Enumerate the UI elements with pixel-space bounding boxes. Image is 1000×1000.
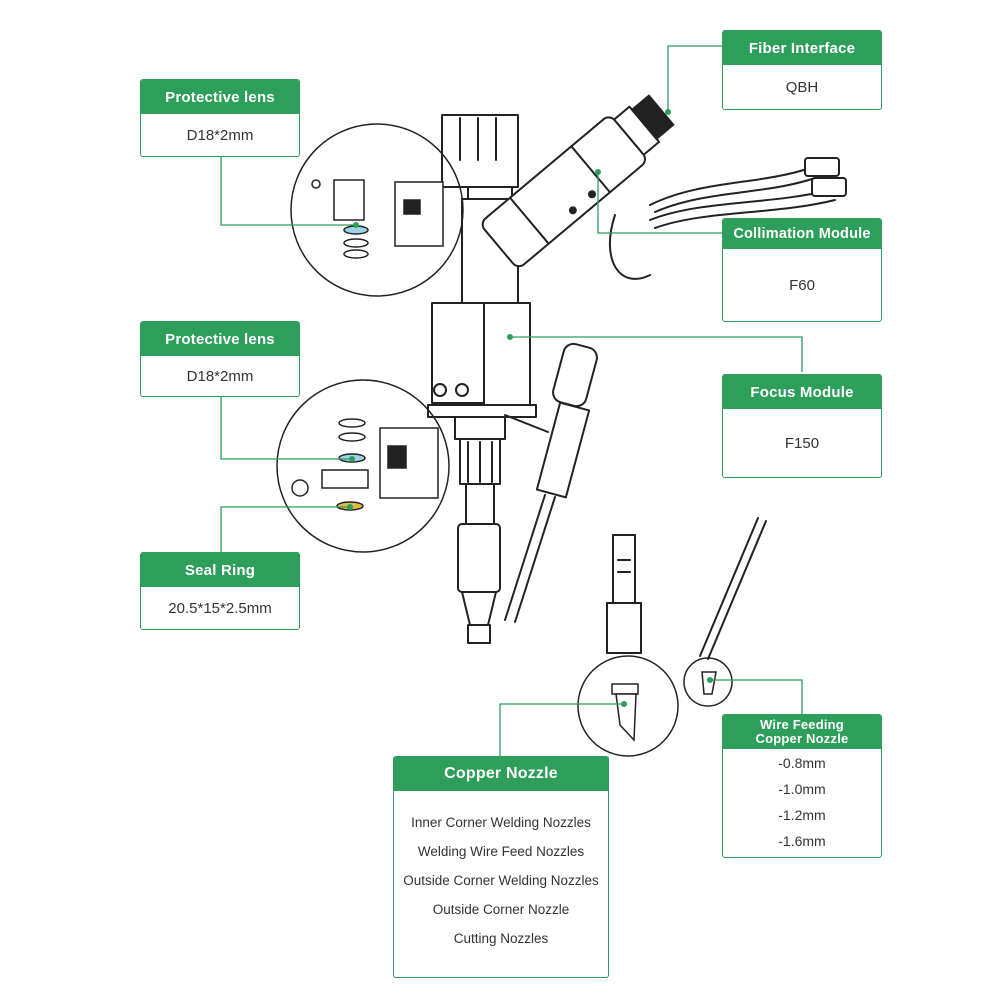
focus-module-title: Focus Module (723, 375, 881, 409)
copper-nozzle-title: Copper Nozzle (394, 757, 608, 791)
wire-feeding-nozzle-title: Wire Feeding Copper Nozzle (723, 715, 881, 749)
seal-ring-title: Seal Ring (141, 553, 299, 587)
fiber-interface-value: QBH (785, 78, 819, 96)
fiber-interface-card: Fiber Interface QBH (722, 30, 882, 110)
wire-feeding-nozzle-sizes: -0.8mm -1.0mm -1.2mm -1.6mm (723, 749, 881, 849)
wire-feeder (504, 342, 598, 623)
seal-ring-value: 20.5*15*2.5mm (168, 599, 272, 617)
copper-nozzle-item: Outside Corner Welding Nozzles (403, 873, 599, 888)
wire-size-item: -1.2mm (778, 807, 826, 823)
wire-nozzle-detail (701, 671, 717, 695)
copper-nozzle-detail (611, 683, 639, 742)
protective-lens-mid-value: D18*2mm (186, 367, 254, 385)
focus-module-card: Focus Module F150 (722, 374, 882, 478)
copper-nozzle-item: Inner Corner Welding Nozzles (411, 815, 591, 830)
loose-parts (606, 517, 767, 660)
copper-nozzle-item: Cutting Nozzles (453, 931, 549, 946)
collimation-module-card: Collimation Module F60 (722, 218, 882, 322)
wire-size-item: -0.8mm (778, 755, 826, 771)
copper-nozzle-card: Copper Nozzle Inner Corner Welding Nozzl… (393, 756, 609, 978)
copper-nozzle-item: Welding Wire Feed Nozzles (417, 844, 585, 859)
protective-lens-mid-card: Protective lens D18*2mm (140, 321, 300, 397)
focus-housing (427, 302, 537, 418)
mid-detail-parts (291, 418, 439, 511)
top-detail-parts (311, 179, 444, 259)
fiber-interface-title: Fiber Interface (723, 31, 881, 65)
cables (609, 157, 847, 280)
wire-size-item: -1.6mm (778, 833, 826, 849)
copper-nozzle-item: Outside Corner Nozzle (432, 902, 570, 917)
protective-lens-top-card: Protective lens D18*2mm (140, 79, 300, 157)
wire-feeding-nozzle-card: Wire Feeding Copper Nozzle -0.8mm -1.0mm… (722, 714, 882, 858)
nozzle-assembly (454, 416, 506, 644)
protective-lens-mid-title: Protective lens (141, 322, 299, 356)
detail-circles (276, 123, 733, 757)
collimation-module-value: F60 (789, 276, 815, 294)
focus-module-value: F150 (784, 434, 820, 452)
collimation-arm (481, 94, 675, 268)
wire-size-item: -1.0mm (778, 781, 826, 797)
collimation-module-title: Collimation Module (723, 219, 881, 249)
copper-nozzle-items: Inner Corner Welding Nozzles Welding Wir… (394, 791, 608, 946)
protective-lens-top-value: D18*2mm (186, 126, 254, 144)
leader-lines (220, 45, 803, 756)
leader-dots (347, 109, 713, 707)
protective-lens-top-title: Protective lens (141, 80, 299, 114)
seal-ring-card: Seal Ring 20.5*15*2.5mm (140, 552, 300, 630)
